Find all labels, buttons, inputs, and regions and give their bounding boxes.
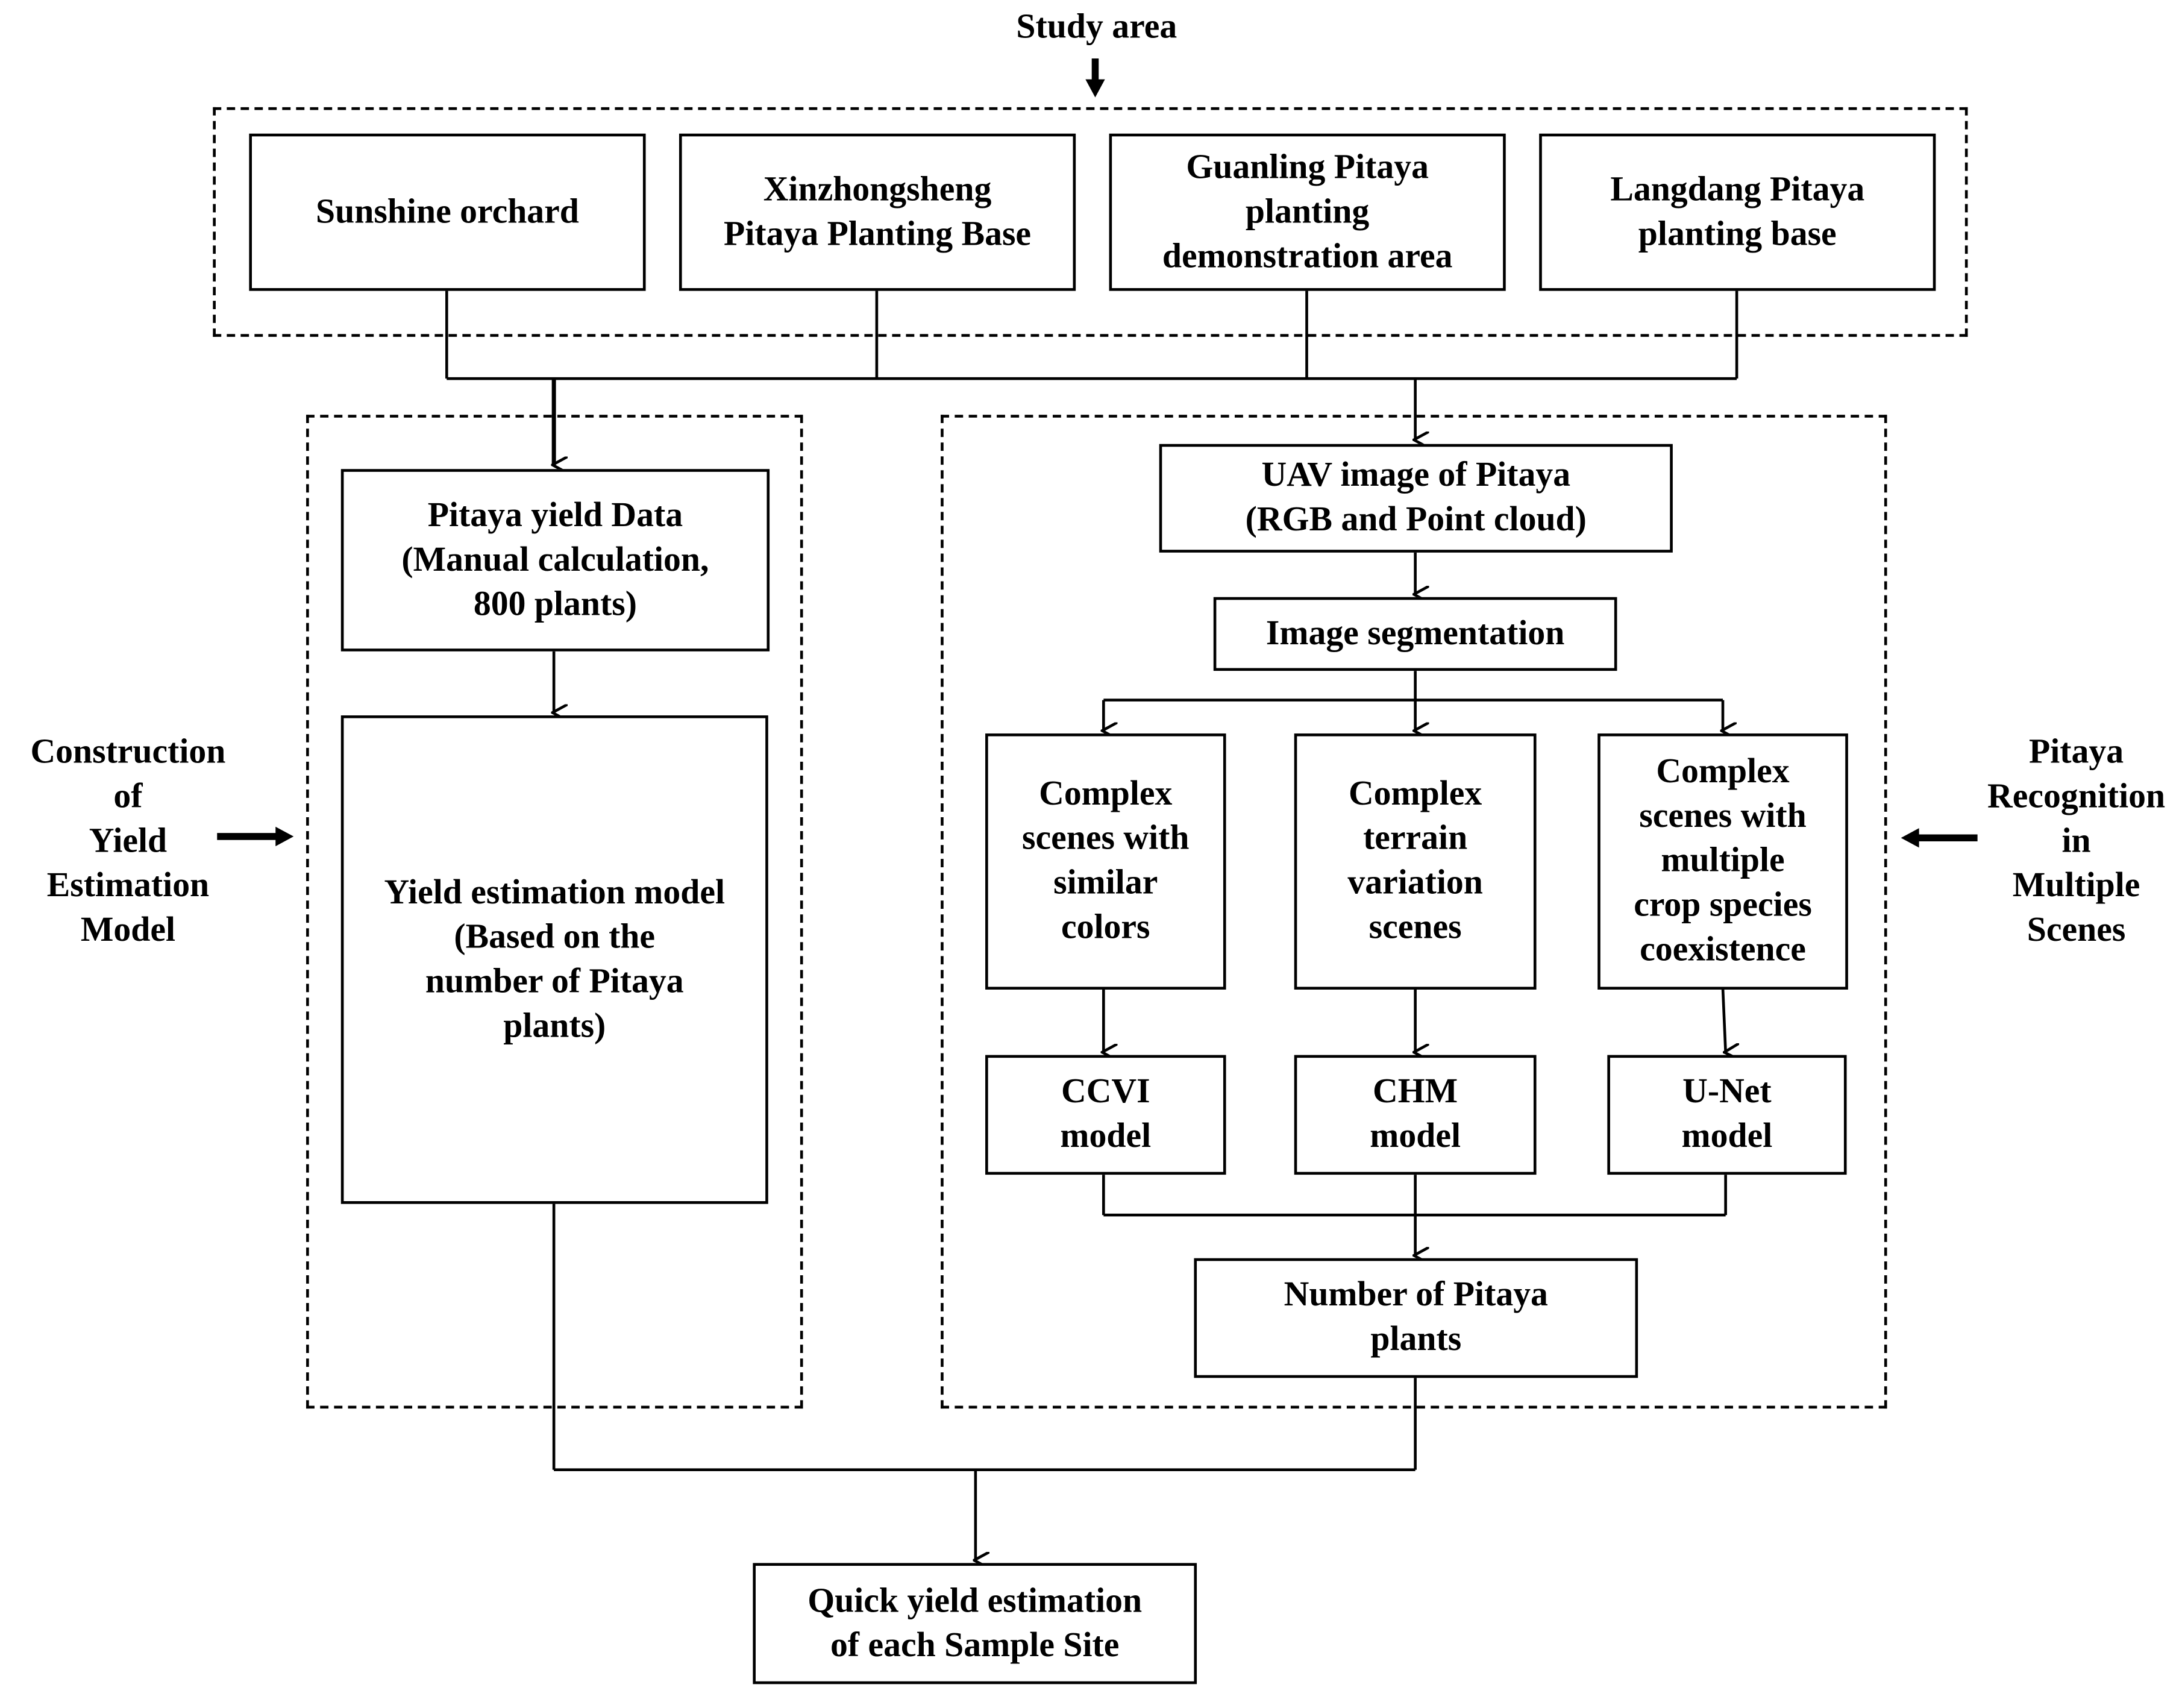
study-area-group — [213, 107, 1968, 337]
left-side-label: Construction of Yield Estimation Model — [30, 733, 226, 949]
unet-model-box: U-Net model — [1607, 1055, 1847, 1175]
yield-model-group — [306, 415, 803, 1409]
yield-model-box: Yield estimation model (Based on the num… — [340, 715, 768, 1204]
chm-model-box: CHM model — [1294, 1055, 1537, 1175]
site-bus — [445, 289, 1738, 465]
quick-yield-output-box: Quick yield estimation of each Sample Si… — [753, 1563, 1197, 1684]
scene-terrain-variation: Complex terrain variation scenes — [1294, 733, 1537, 990]
study-area-arrow — [1085, 58, 1105, 98]
ccvi-model-box: CCVI model — [985, 1055, 1226, 1175]
right-side-label: Pitaya Recognition in Multiple Scenes — [1987, 733, 2166, 949]
recognition-group — [941, 415, 1887, 1409]
segmentation-box: Image segmentation — [1213, 597, 1617, 671]
site-xinzhongsheng: Xinzhongsheng Pitaya Planting Base — [679, 133, 1076, 291]
scene-similar-colors: Complex scenes with similar colors — [985, 733, 1226, 990]
plant-count-box: Number of Pitaya plants — [1194, 1258, 1638, 1378]
scene-multi-crop: Complex scenes with multiple crop specie… — [1597, 733, 1848, 990]
uav-image-box: UAV image of Pitaya (RGB and Point cloud… — [1159, 444, 1673, 553]
side-arrows — [217, 826, 1978, 848]
output-flow — [554, 1468, 1415, 1560]
site-sunshine-orchard: Sunshine orchard — [249, 133, 646, 291]
right-flow — [1103, 551, 1725, 1470]
site-guanling: Guanling Pitaya planting demonstration a… — [1109, 133, 1506, 291]
study-area-title: Study area — [1016, 8, 1177, 46]
yield-data-box: Pitaya yield Data (Manual calculation, 8… — [340, 469, 770, 651]
site-langdang: Langdang Pitaya planting base — [1539, 133, 1936, 291]
